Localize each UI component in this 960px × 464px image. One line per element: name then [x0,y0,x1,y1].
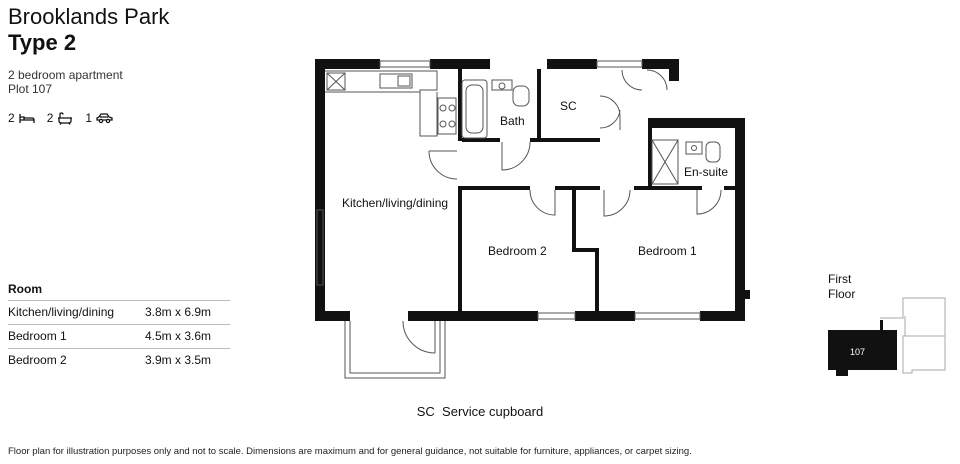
table-row: Bedroom 1 4.5m x 3.6m [8,325,230,349]
window-bedroom2 [537,312,576,320]
door-balcony [402,320,436,354]
room-label-kitchen: Kitchen/living/dining [342,196,448,210]
balcony-inner [349,321,441,374]
room-size: 4.5m x 3.6m [145,329,212,343]
window-left [316,209,324,286]
kitchen-cupboard [326,72,346,91]
ensuite-sink [685,141,703,155]
disclaimer: Floor plan for illustration purposes onl… [8,446,692,457]
room-label-bedroom2: Bedroom 2 [488,244,547,258]
room-size: 3.9m x 3.5m [145,353,212,367]
bathroom-count: 2 [47,111,74,125]
apartment-description: 2 bedroom apartment Plot 107 [8,68,123,96]
shower-tray [651,139,679,185]
door-bedroom1 [603,189,631,217]
room-name: Bedroom 2 [8,353,67,367]
bath-toilet [512,85,530,107]
window-top-left [379,60,431,68]
door-bedroom2 [529,189,556,216]
room-label-bedroom1: Bedroom 1 [638,244,697,258]
door-ensuite [696,189,722,215]
bed-icon [19,114,35,123]
room-size: 3.8m x 6.9m [145,305,212,319]
door-kitchen [428,150,458,180]
plot-number: Plot 107 [8,82,53,96]
car-icon [96,113,113,124]
floor-label: First Floor [828,272,855,302]
bathtub [461,79,488,139]
room-dimensions-table: Room Kitchen/living/dining 3.8m x 6.9m B… [8,278,230,372]
window-bedroom1 [634,312,701,320]
features-row: 2 2 1 [8,109,125,127]
walls [315,59,750,321]
bedroom-count: 2 [8,111,35,125]
room-label-sc: SC [560,99,577,113]
room-name: Kitchen/living/dining [8,305,115,319]
legend: SC Service cupboard [416,404,544,419]
development-name: Brooklands Park [8,4,170,29]
bath-icon [58,111,73,125]
room-table-header: Room [8,278,230,301]
ensuite-toilet [705,141,721,163]
parking-count: 1 [85,111,113,125]
key-plan-plot-number: 107 [850,347,865,357]
room-labels: Kitchen/living/dining Bath SC En-suite B… [342,99,728,258]
window-top-right [596,60,643,68]
hob [437,97,457,135]
door-bath [501,141,531,171]
kitchen-sink [379,73,413,89]
floor-label-line2: Floor [828,287,856,301]
table-row: Bedroom 2 3.9m x 3.5m [8,349,230,372]
kitchen-counter [325,70,438,137]
room-name: Bedroom 1 [8,329,67,343]
floor-label-line1: First [828,272,852,286]
fixtures [316,60,722,379]
balcony [344,321,446,379]
key-plan: 107 [828,297,946,376]
bath-sink [491,79,513,91]
plot-107-highlight [828,320,897,376]
door-sc [599,95,621,130]
apartment-type: Type 2 [8,30,77,55]
door-entrance [621,69,668,91]
table-row: Kitchen/living/dining 3.8m x 6.9m [8,301,230,325]
room-label-bath: Bath [500,114,525,128]
room-label-ensuite: En-suite [684,165,728,179]
bedroom-description: 2 bedroom apartment [8,68,123,82]
